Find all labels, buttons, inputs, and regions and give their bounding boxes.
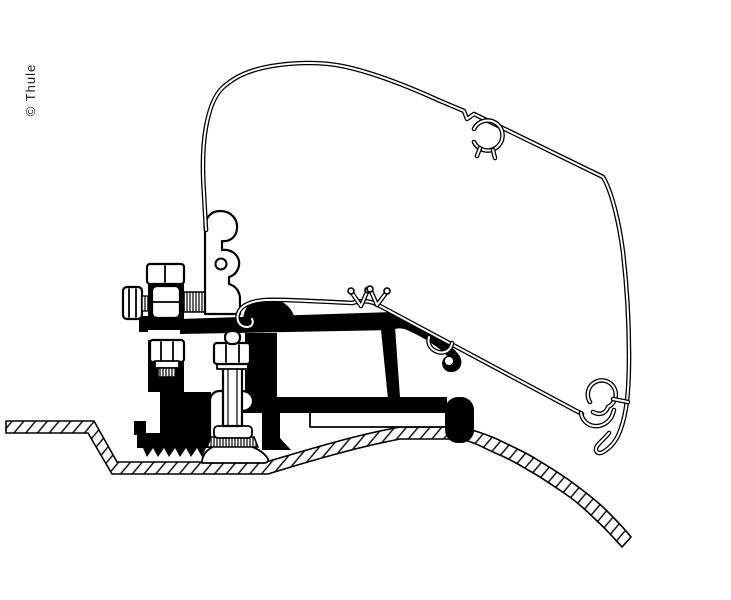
lower-bar <box>235 397 447 413</box>
top-clip-feet-core <box>476 147 496 159</box>
roof-sheet <box>5 420 632 548</box>
butterfly-tip-3 <box>366 285 374 293</box>
lower-thread-tip <box>157 367 177 378</box>
mounting-channel <box>203 209 242 316</box>
diagonal-strut <box>381 327 400 399</box>
rafter-hook-black <box>392 312 462 373</box>
watermark-text: © Thule <box>23 64 38 116</box>
clamp-bolt-shank <box>221 366 244 428</box>
lower-washer <box>154 360 180 369</box>
front-rail-core <box>236 298 583 415</box>
butterfly-tip-4 <box>383 287 391 295</box>
horizontal-bolt-head <box>121 285 144 321</box>
clamp-bolt-tip <box>223 329 242 346</box>
horizontal-bolt-shank-short <box>141 295 149 312</box>
bracket-lower-block-and-serrated-foot <box>134 340 211 457</box>
roof-clamp <box>201 329 270 464</box>
rail-j-hook-core <box>427 336 453 354</box>
clamp-hex-nut <box>212 341 252 366</box>
butterfly-arms-core <box>351 290 387 307</box>
case-outline-core <box>202 62 630 455</box>
clamp-pad <box>201 442 270 464</box>
rafter-hook-notch <box>445 357 453 365</box>
rafter-c-hook-core <box>586 379 617 415</box>
adapter-bracket <box>134 276 474 457</box>
roof-plate <box>309 410 463 428</box>
clamp-elbow <box>262 413 280 443</box>
rail-catch-hump <box>243 297 295 328</box>
clamp-elbow-foot <box>262 438 291 450</box>
lower-hex-nut <box>148 338 186 364</box>
channel-inner-hook <box>214 257 228 271</box>
top-clip-core <box>473 119 504 152</box>
awning-case-profile <box>200 60 632 456</box>
fastener-stack <box>121 262 207 378</box>
c-hook-stub-core <box>612 398 629 403</box>
clamp-foot-washer <box>213 425 253 439</box>
roof-cross-section <box>5 410 632 548</box>
horizontal-bolt-shank <box>183 291 207 313</box>
butterfly-clip <box>347 285 391 309</box>
front-rail-end-curl-core <box>580 409 615 428</box>
butterfly-tip-1 <box>347 287 355 295</box>
lower-bar-end-cap <box>445 397 474 443</box>
